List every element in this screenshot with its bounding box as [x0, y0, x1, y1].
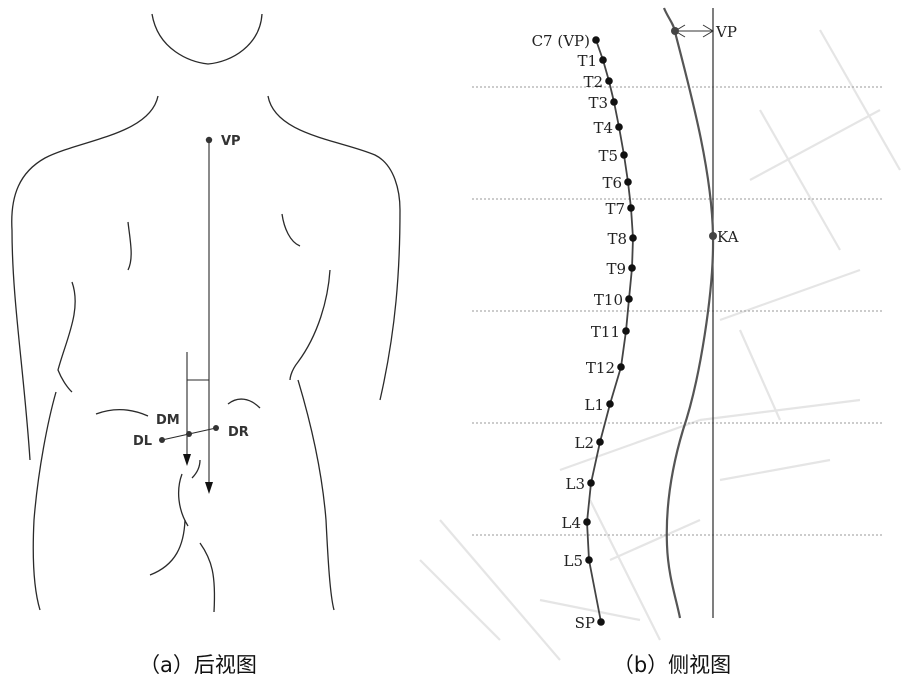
vertebra-label: C7 (VP) — [532, 32, 590, 50]
vertebra-dot — [599, 56, 607, 64]
vertebra-dot — [596, 438, 604, 446]
dotted-guides — [472, 87, 882, 535]
vertebra-dot — [620, 151, 628, 159]
dm-dot — [186, 431, 192, 437]
dr-dot — [213, 425, 219, 431]
dl-dot — [159, 437, 165, 443]
back-contour — [664, 8, 713, 618]
lateral-caption: （b）侧视图 — [613, 653, 731, 677]
vertebra-dot — [587, 479, 595, 487]
vertebra-dot — [585, 556, 593, 564]
posterior-caption: （a）后视图 — [139, 653, 257, 677]
plumb-line-arrowhead — [205, 482, 213, 494]
vertebra-dot — [627, 204, 635, 212]
vertebra-label: T11 — [591, 323, 620, 341]
vertebra-label: L5 — [563, 552, 583, 570]
vertebra-labels: C7 (VP) T1 T2 T3 T4 T5 T6 T7 T8 T9 T10 T… — [532, 32, 627, 632]
vertebra-label: L4 — [561, 514, 581, 532]
vertebra-dot — [628, 264, 636, 272]
posterior-view: VP DM DL DR （a）后视图 — [12, 14, 400, 677]
vertebra-dot — [597, 618, 605, 626]
ka-label: KA — [717, 228, 739, 246]
vertebra-dot — [605, 77, 613, 85]
vertebra-label: T1 — [577, 52, 597, 70]
vertebra-label: L1 — [584, 396, 604, 414]
vertebra-label: T6 — [602, 174, 622, 192]
vertebra-label: L3 — [565, 475, 585, 493]
vp-label: VP — [221, 134, 241, 149]
vertebra-label: SP — [575, 614, 595, 632]
vertebra-dot — [615, 123, 623, 131]
vertebra-label: T9 — [606, 260, 626, 278]
vertebra-dot — [592, 36, 600, 44]
vertebra-label: T8 — [607, 230, 627, 248]
ka-dot — [709, 232, 717, 240]
dm-label: DM — [156, 413, 180, 428]
watermark — [420, 30, 900, 660]
vertebra-dot — [583, 518, 591, 526]
back-outline — [12, 14, 400, 612]
vertebra-dot — [606, 400, 614, 408]
vertebra-label: T3 — [588, 94, 608, 112]
vp-marker-label: VP — [715, 23, 737, 41]
dl-label: DL — [133, 434, 152, 449]
vertebra-dot — [625, 295, 633, 303]
vertebra-dot — [610, 98, 618, 106]
vertebra-label: T4 — [593, 119, 613, 137]
lateral-view: VP KA C7 (VP) — [472, 8, 882, 677]
vp-dot — [206, 137, 212, 143]
vertebra-dot — [624, 178, 632, 186]
dimple-line-arrowhead — [183, 454, 191, 466]
vertebra-label: L2 — [574, 434, 594, 452]
vertebra-label: T7 — [605, 200, 625, 218]
vertebra-dot — [617, 363, 625, 371]
vertebra-label: T5 — [598, 147, 618, 165]
vertebra-dot — [622, 327, 630, 335]
vertebra-dot — [629, 234, 637, 242]
vertebra-label: T2 — [583, 73, 603, 91]
dr-label: DR — [228, 425, 249, 440]
vertebra-label: T10 — [594, 291, 623, 309]
vertebra-label: T12 — [586, 359, 615, 377]
vp-contour-dot — [671, 27, 679, 35]
